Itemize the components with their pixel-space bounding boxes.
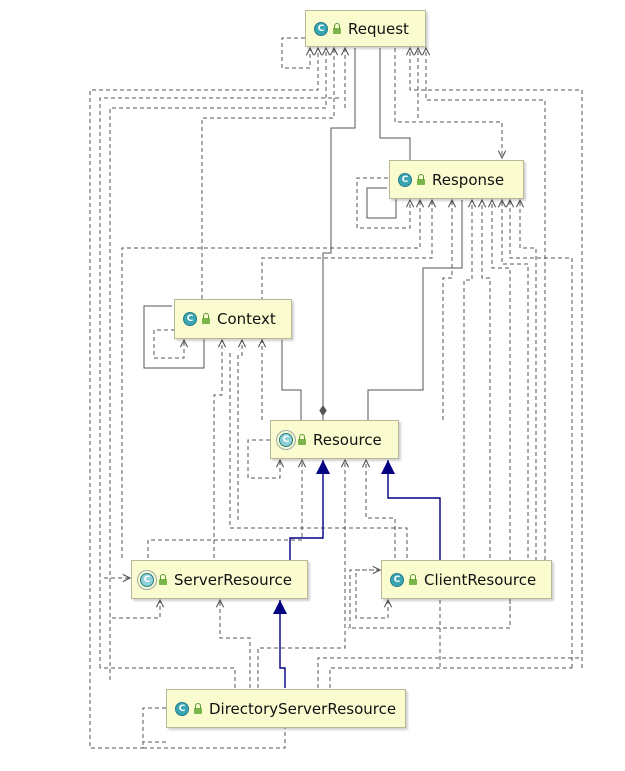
dep-client-response-2 [482, 200, 491, 558]
class-request[interactable]: C Request [305, 10, 426, 47]
class-name: Response [432, 170, 505, 189]
class-clientresource[interactable]: C ClientResource [381, 560, 552, 599]
dep-mid-response [442, 200, 452, 420]
dep-directory-right-2 [329, 667, 572, 688]
directory-self-dependency [142, 707, 286, 749]
dep-client-response-1 [463, 200, 472, 558]
class-name: ClientResource [424, 570, 537, 589]
dep-right-2 [426, 48, 546, 560]
composition-context-self [143, 305, 208, 369]
dep-server-resource [147, 460, 302, 558]
lock-icon [333, 22, 341, 34]
class-icon: C [314, 21, 328, 36]
class-name: Request [348, 19, 409, 38]
dep-right-response [510, 200, 573, 668]
lock-icon [202, 313, 210, 324]
dep-client-resource [366, 460, 396, 558]
dependency-edges-to-context [153, 329, 408, 558]
composition-edges [143, 48, 463, 432]
context-self-dependency [153, 329, 184, 359]
dep-serverresource-context [213, 340, 222, 558]
abstract-class-icon: C [279, 432, 293, 447]
inheritance-directory-serverresource [273, 600, 287, 688]
dep-outer-left-2 [109, 48, 326, 680]
lock-icon [194, 702, 202, 714]
dep-context-request [201, 48, 334, 299]
request-self-dependency [281, 37, 310, 69]
lock-icon [298, 433, 306, 445]
dep-request-response [394, 48, 502, 158]
dep-client-response-3 [492, 200, 511, 610]
dependency-edges-lower [100, 570, 582, 749]
class-icon: C [398, 172, 412, 187]
dep-client-context [229, 350, 408, 558]
composition-response-request [379, 48, 414, 172]
dependency-edges-to-response [121, 177, 573, 668]
dep-right-response-2 [515, 200, 537, 576]
dep-client-bottom [348, 600, 511, 629]
class-icon: C [183, 312, 197, 326]
class-name: ServerResource [174, 570, 292, 589]
abstract-class-icon: C [140, 572, 154, 587]
inheritance-edges [273, 460, 441, 688]
class-response[interactable]: C Response [389, 160, 524, 199]
composition-resource-response [364, 200, 463, 432]
serverresource-self-dependency [109, 578, 160, 619]
dep-directory-resource [257, 460, 345, 688]
lock-icon [417, 173, 425, 185]
dep-outer-left-1 [89, 48, 318, 749]
class-resource[interactable]: C Resource [270, 420, 399, 459]
resource-self-dependency [247, 439, 280, 479]
class-name: Resource [313, 430, 382, 449]
dep-serverresource-response [121, 200, 420, 558]
lock-icon [409, 573, 417, 585]
class-icon: C [175, 701, 189, 716]
class-context[interactable]: C Context [174, 299, 292, 339]
dependency-edges-to-request [89, 37, 583, 749]
inheritance-serverresource-resource [289, 460, 330, 560]
composition-resource-request [322, 48, 356, 420]
class-icon: C [390, 572, 404, 587]
dep-directory-serverresource [220, 600, 251, 688]
dep-directory-right [317, 657, 582, 688]
response-self-dependency [356, 177, 410, 229]
class-name: Context [217, 310, 276, 328]
composition-response-self [366, 187, 400, 219]
dep-long-left [99, 97, 340, 668]
class-directoryserverresource[interactable]: C DirectoryServerResource [166, 689, 406, 728]
composition-resource-context [281, 340, 305, 432]
dep-directory-context [237, 340, 242, 520]
dependency-edges-to-resource [99, 97, 396, 688]
class-name: DirectoryServerResource [209, 699, 397, 718]
dep-directory-response-a [261, 200, 432, 420]
inheritance-clientresource-resource [381, 460, 441, 560]
class-serverresource[interactable]: C ServerResource [131, 560, 308, 599]
lock-icon [159, 573, 167, 585]
dep-directory-outer [100, 667, 236, 688]
dep-outer-right [410, 48, 583, 668]
dep-client-response-4 [502, 200, 529, 558]
dep-into-clientresource [349, 570, 380, 628]
